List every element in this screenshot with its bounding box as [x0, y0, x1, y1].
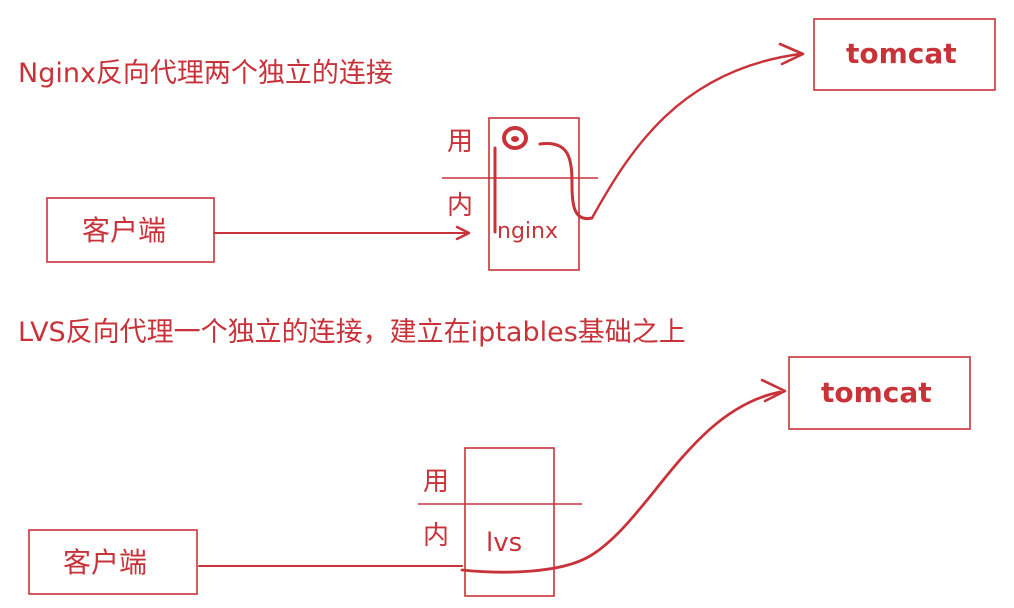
lvs-proxy-to-backend-arrowhead — [760, 378, 787, 403]
lvs-proxy-to-backend-arrow — [460, 390, 782, 574]
nginx-section-title: Nginx反向代理两个独立的连接 — [18, 58, 393, 89]
lvs-section: LVS反向代理一个独立的连接，建立在iptables基础之上 客户端 用 内 l… — [18, 317, 971, 597]
lvs-server-box — [464, 447, 555, 597]
lvs-proxy-label: lvs — [486, 528, 522, 558]
nginx-client-label: 客户端 — [82, 214, 166, 247]
nginx-backend-box — [813, 18, 996, 91]
nginx-backend-label: tomcat — [846, 37, 957, 70]
nginx-proxy-to-backend-arrowhead — [778, 42, 805, 66]
nginx-section: Nginx反向代理两个独立的连接 客户端 用 内 nginx tomcat — [18, 18, 996, 271]
nginx-client-box — [46, 197, 215, 263]
nginx-user-space-label: 用 — [447, 127, 473, 157]
lvs-section-title: LVS反向代理一个独立的连接，建立在iptables基础之上 — [18, 317, 686, 348]
nginx-proxy-label: nginx — [497, 219, 558, 244]
nginx-server-box — [488, 117, 580, 271]
nginx-client-to-proxy-arrowhead — [455, 225, 471, 241]
lvs-backend-label: tomcat — [821, 376, 932, 409]
nginx-process-marker — [502, 126, 528, 150]
nginx-process-marker-core — [511, 136, 519, 142]
lvs-backend-box — [788, 356, 971, 430]
nginx-kernel-space-label: 内 — [447, 191, 473, 221]
nginx-proxy-to-backend-arrow — [590, 52, 802, 220]
lvs-client-label: 客户端 — [63, 546, 147, 579]
nginx-outbound-path — [538, 142, 594, 221]
lvs-user-space-label: 用 — [423, 467, 449, 497]
lvs-client-box — [28, 529, 198, 595]
lvs-kernel-space-label: 内 — [423, 521, 449, 551]
